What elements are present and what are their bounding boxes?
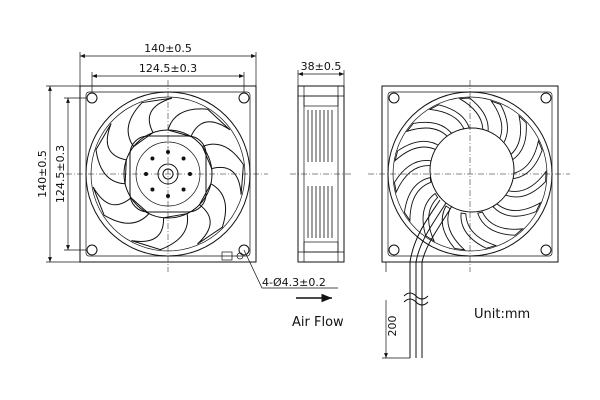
side-ribs-upper <box>307 110 333 162</box>
dim-lead-length: 200 <box>386 316 399 337</box>
rear-motor-hub <box>429 127 515 213</box>
rear-blade <box>503 170 547 198</box>
front-blade <box>95 123 127 185</box>
rear-hole-top-right <box>540 92 552 104</box>
front-wire-connector <box>221 251 233 261</box>
front-blade <box>201 143 244 195</box>
leader-mounting-holes <box>243 249 338 289</box>
front-blade <box>127 97 173 148</box>
rear-blade <box>403 177 432 223</box>
front-wire-exit <box>236 252 244 260</box>
rear-hole-bottom-right <box>540 244 552 256</box>
rear-blade <box>505 114 527 163</box>
side-view <box>290 85 352 263</box>
rear-blade <box>458 97 489 139</box>
hole-top-right <box>238 92 250 104</box>
rear-blade <box>422 192 439 243</box>
hub-hole <box>150 156 155 161</box>
rear-hole-top-left <box>388 92 400 104</box>
side-ribs-lower <box>307 186 333 238</box>
rear-blade <box>477 211 524 236</box>
rear-blade <box>509 139 543 180</box>
side-top-flange <box>303 95 339 107</box>
dim-overall-width: 140±0.5 <box>144 42 192 55</box>
hole-bottom-left <box>86 244 98 256</box>
rear-blade <box>492 201 542 217</box>
rear-mounting-holes <box>388 92 552 256</box>
lead-wire-1 <box>409 199 441 358</box>
rear-blade <box>460 212 498 249</box>
hole-top-left <box>86 92 98 104</box>
front-mounting-holes <box>86 92 250 256</box>
front-blade <box>92 186 150 224</box>
front-blade <box>167 108 231 138</box>
dim-hole-spacing-width: 124.5±0.3 <box>139 62 197 75</box>
front-dimensions: 140±0.5 124.5±0.3 140±0.5 124.5±0.3 4-Ø4… <box>36 42 338 289</box>
hole-bottom-right <box>238 244 250 256</box>
dim-hole-spacing-height: 124.5±0.3 <box>54 145 67 203</box>
hub-hole <box>150 187 155 192</box>
rear-blade <box>393 160 433 194</box>
dim-overall-height: 140±0.5 <box>36 150 49 198</box>
dim-mounting-holes: 4-Ø4.3±0.2 <box>262 276 326 289</box>
front-blade <box>131 213 189 251</box>
front-blade <box>197 183 226 245</box>
hub-hole <box>181 187 186 192</box>
rear-blade <box>428 104 472 135</box>
side-dimensions: 38±0.5 <box>297 60 345 86</box>
rear-blade <box>405 121 455 140</box>
rear-dimensions: 200 <box>382 261 410 359</box>
wire-break-mark-lower <box>403 298 429 306</box>
rear-blade <box>394 140 442 162</box>
unit-label: Unit:mm <box>474 307 530 322</box>
wire-break-mark-upper <box>403 292 429 300</box>
rear-lead-wires <box>403 199 453 358</box>
rear-impeller-blades <box>393 97 547 251</box>
rear-hole-bottom-left <box>388 244 400 256</box>
side-bottom-flange <box>303 241 339 253</box>
rear-view <box>368 80 570 358</box>
rear-blade <box>441 205 466 251</box>
hub-hole <box>181 156 186 161</box>
lead-wire-3 <box>421 205 453 358</box>
lead-wire-2 <box>415 202 447 358</box>
air-flow-label: Air Flow <box>292 315 344 330</box>
rear-blade <box>490 100 508 149</box>
front-impeller-blades <box>92 97 244 251</box>
front-view <box>66 80 268 272</box>
dim-depth: 38±0.5 <box>301 60 342 73</box>
air-flow-indicator: Air Flow <box>292 293 344 330</box>
